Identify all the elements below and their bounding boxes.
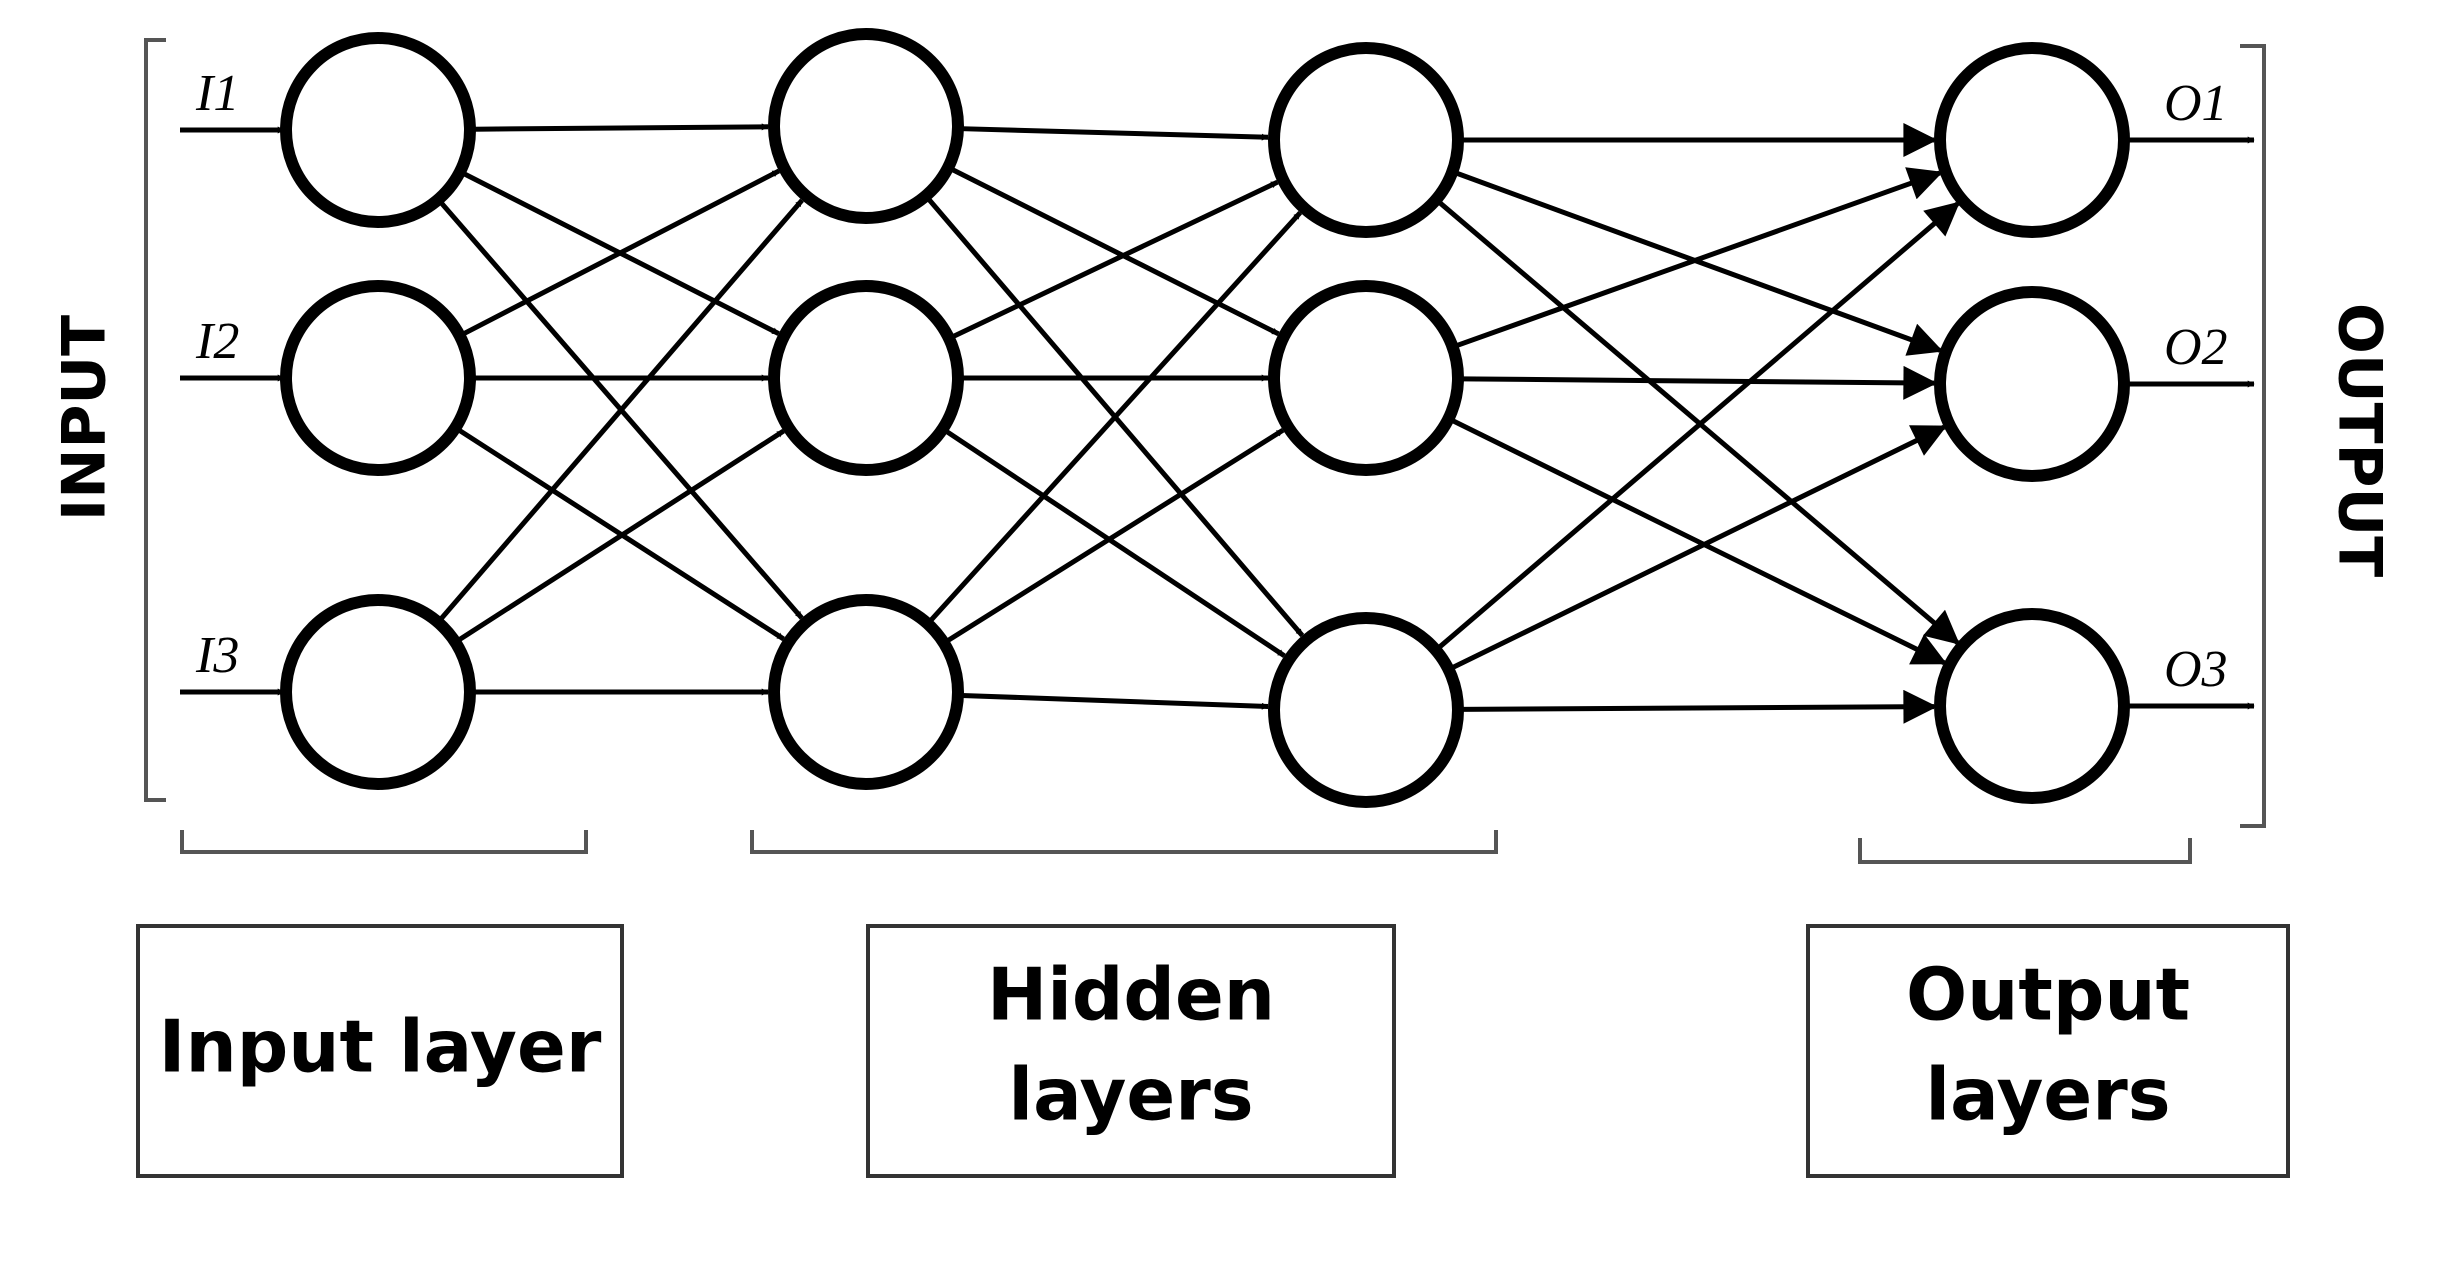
hidden2-node-2 [1268,280,1464,476]
hidden1-node-3 [768,594,964,790]
input-label-2: I2 [195,313,239,370]
connection-l1-n0-to-n1 [950,166,1280,337]
connection-l2-n2-to-n2 [1461,689,1938,724]
output-layers-label-line2: layers [1925,1053,2170,1137]
connection-l2-n2-to-n1 [1451,424,1948,671]
input-label-3: I3 [195,627,239,684]
hidden-layers-label-line1: Hidden [987,953,1275,1037]
output-node-1 [1934,42,2130,238]
input-node-3 [280,594,476,790]
hidden-layers-bracket [750,830,1498,854]
hidden-layers-box [866,924,1396,1178]
hidden2-node-3 [1268,612,1464,808]
input-layer-box [136,924,624,1178]
connection-l2-n0-to-n2 [1437,200,1960,645]
connection-l1-n1-to-n2 [944,429,1286,658]
output-node-3 [1934,608,2130,804]
hidden-layers-label-line2: layers [1008,1053,1253,1137]
connection-l2-n1-to-n2 [1451,418,1948,665]
connection-l0-n1-to-n0 [462,168,781,337]
connection-l1-n0-to-n0 [961,126,1269,141]
output-layers-label-line1: Output [1906,953,2190,1037]
connection-l0-n2-to-n1 [457,428,785,643]
connection-l2-n1-to-n1 [1461,365,1938,400]
connection-l2-n1-to-n0 [1455,167,1943,349]
connections-group [438,123,1961,724]
connection-l1-n2-to-n2 [961,692,1269,710]
connection-l1-n2-to-n1 [945,428,1285,644]
connection-l1-n1-to-n0 [951,179,1279,339]
connection-l1-n2-to-n0 [928,210,1303,623]
input-layer-bracket [180,830,588,854]
input-side-label: INPUT [50,315,120,521]
connection-l0-n0-to-n0 [473,123,769,132]
hidden1-node-1 [768,28,964,224]
output-layers-box [1806,924,2290,1178]
input-node-1 [280,32,476,228]
hidden1-node-2 [768,280,964,476]
output-side-label: OUTPUT [2324,303,2394,577]
input-node-2 [280,280,476,476]
output-label-2: O2 [2164,319,2228,376]
output-layers-bracket [1858,838,2192,864]
output-node-2 [1934,286,2130,482]
output-label-3: O3 [2164,641,2228,698]
hidden2-node-1 [1268,42,1464,238]
input-label-1: I1 [195,65,239,122]
output-bracket [2240,44,2266,828]
connection-l2-n2-to-n0 [1437,201,1961,650]
input-layer-label: Input layer [159,1005,602,1089]
output-label-1: O1 [2164,75,2228,132]
nodes-group [280,28,2130,808]
input-bracket [144,38,166,802]
connection-l0-n2-to-n0 [438,198,804,621]
